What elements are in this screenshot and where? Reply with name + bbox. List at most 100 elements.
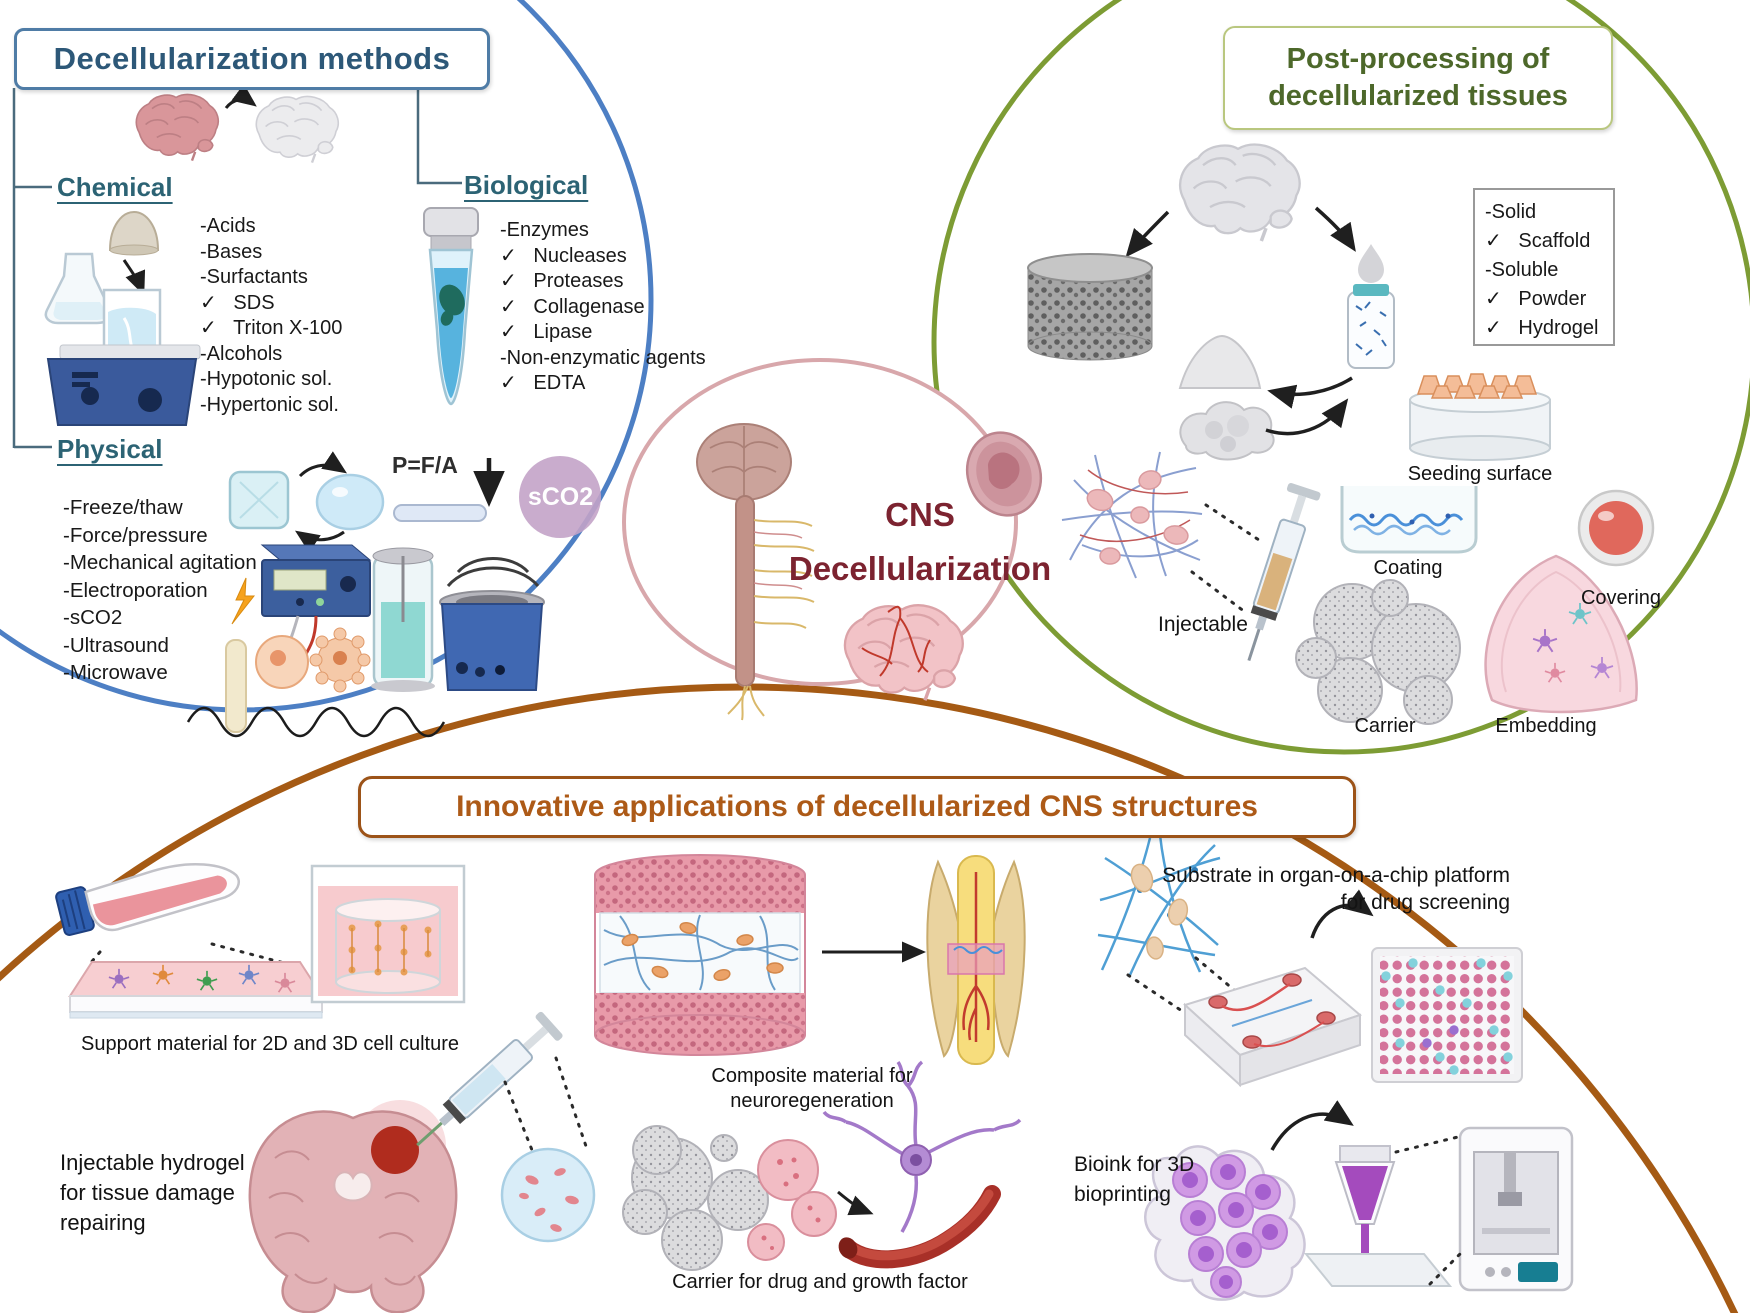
- methods-title: Decellularization methods: [53, 41, 451, 76]
- list-item: -Bases: [200, 240, 263, 263]
- list-item: -Surfactants: [200, 266, 308, 288]
- bioink-aggregate-icon: [1144, 1145, 1306, 1301]
- dashed-flask-to-2d-1: [86, 950, 102, 968]
- list-item: ✓ Hydrogel: [1485, 317, 1599, 339]
- brain-section-injection-icon: [248, 1100, 458, 1313]
- chemical-heading: Chemical: [57, 172, 173, 202]
- dashed-net-to-syringe-2: [1190, 570, 1247, 614]
- droplet-vial-icon: [1347, 244, 1395, 369]
- postprocessing-circle-outline: [931, 0, 1750, 755]
- carrier-drug-label: Carrier for drug and growth factor: [672, 1271, 968, 1293]
- injectable-label: Injectable: [1158, 613, 1248, 636]
- injectable-ecm-network-icon: [1061, 451, 1203, 579]
- drug-microspheres-icon: [622, 1125, 837, 1271]
- center-title: CNS Decellularization: [788, 496, 1052, 587]
- carrier-microspheres-icon: [1295, 579, 1461, 725]
- arrow-aggregate-to-extruder: [1270, 1100, 1354, 1151]
- syringe-brain-icon: [416, 1011, 563, 1147]
- porous-scaffold-icon: [1027, 253, 1153, 361]
- methods-bracket-lines: [12, 88, 462, 449]
- pressure-icon: [393, 458, 505, 522]
- list-item: ✓ SDS: [200, 291, 275, 314]
- neuron-growth-icon: [822, 1060, 1022, 1233]
- list-item: -Force/pressure: [63, 523, 208, 547]
- ultrasound-bath-icon: [439, 557, 545, 691]
- biological-list: -Enzymes ✓ Nucleases ✓ Proteases ✓ Colla…: [500, 218, 706, 397]
- list-item: ✓ EDTA: [500, 372, 586, 394]
- applications-arc-outline: [0, 683, 1738, 1313]
- list-item: -Solid: [1485, 201, 1537, 223]
- arrow-to-scaffold: [1125, 210, 1170, 258]
- powder-icon: [1178, 334, 1262, 389]
- arrow-spheres-to-neuron: [837, 1190, 874, 1216]
- well-plate-icon: [1371, 947, 1523, 1083]
- electroporation-icon: [225, 544, 372, 733]
- 3d-printer-icon: [1458, 1126, 1574, 1292]
- microfluidic-chip-icon: [1183, 966, 1362, 1088]
- blood-vessel-icon: [838, 1185, 1001, 1269]
- hydrogel-droplet-zoom-icon: [500, 1147, 596, 1243]
- sco2-badge-label: sCO2: [527, 483, 594, 511]
- composite-label: Composite material for neuroregeneration: [711, 1065, 913, 1112]
- arrow-to-solution: [1314, 206, 1356, 252]
- brain-decellularized-icon: [254, 95, 340, 164]
- list-item: ✓ Scaffold: [1485, 230, 1591, 252]
- brain-postprocessing-icon: [1178, 142, 1302, 243]
- spinal-cross-section-icon: [965, 431, 1043, 517]
- cycle-arrow-vial-powder: [1267, 376, 1353, 409]
- vascular-brain-icon: [843, 603, 965, 703]
- list-item: ✓ Triton X-100: [200, 317, 343, 339]
- freeze-thaw-icon: [228, 451, 385, 553]
- physical-heading: Physical: [57, 434, 163, 464]
- bioink-label: Bioink for 3D bioprinting: [1074, 1153, 1195, 1206]
- brain-conversion-arrow: [224, 83, 257, 109]
- list-item: -sCO2: [63, 606, 123, 629]
- dashed-net-to-syringe-1: [1204, 503, 1264, 544]
- embedding-label: Embedding: [1495, 715, 1597, 737]
- form-options-box: -Solid ✓ Scaffold -Soluble ✓ Powder ✓ Hy…: [1473, 188, 1615, 346]
- embedding-tissue-icon: [1484, 554, 1638, 714]
- list-item: ✓ Proteases: [500, 270, 624, 292]
- spinal-cord-illustration: [696, 423, 815, 721]
- ecm-network-chip-icon: [1097, 834, 1221, 976]
- syringe-postprocessing-icon: [1247, 483, 1321, 662]
- pour-arrow: [122, 259, 146, 296]
- biological-heading: Biological: [464, 170, 589, 200]
- seeding-surface-label: Seeding surface: [1407, 463, 1553, 485]
- dashed-ecm-to-chip-2: [1194, 956, 1260, 1012]
- list-item: ✓ Lipase: [500, 321, 593, 343]
- chemical-list: -Acids -Bases -Surfactants ✓ SDS ✓ Trito…: [200, 214, 342, 418]
- list-item: ✓ Nucleases: [500, 244, 627, 267]
- culture-flask-icon: [55, 863, 240, 936]
- list-item: -Alcohols: [200, 342, 283, 365]
- covering-icon: [1577, 489, 1655, 567]
- injectable-hydrogel-label: Injectable hydrogel for tissue damage re…: [60, 1150, 245, 1235]
- centrifuge-tube-icon: [423, 207, 479, 406]
- sco2-badge: [519, 456, 601, 538]
- list-item: -Soluble: [1485, 259, 1559, 281]
- coating-icon: [1340, 486, 1478, 554]
- dashed-syringe-to-droplet-1: [503, 1080, 534, 1152]
- list-item: -Microwave: [63, 661, 168, 684]
- support-3d-beaker-icon: [310, 864, 466, 1004]
- sine-wave-icon: [186, 706, 446, 738]
- arrow-to-well-plate: [1310, 889, 1374, 939]
- support-label: Support material for 2D and 3D cell cult…: [81, 1033, 459, 1055]
- spinal-implant-icon: [926, 855, 1026, 1065]
- substrate-label: Substrate in organ-on-a-chip platform fo…: [1162, 864, 1510, 914]
- list-item: -Mechanical agitation: [63, 551, 257, 574]
- carrier-label: Carrier: [1354, 715, 1416, 737]
- applications-title: Innovative applications of decellularize…: [456, 790, 1258, 823]
- list-item: -Enzymes: [500, 219, 589, 241]
- list-item: -Hypertonic sol.: [200, 393, 339, 416]
- seeding-surface-icon: [1409, 373, 1551, 461]
- pressure-formula: P=F/A: [392, 452, 458, 478]
- physical-list: -Freeze/thaw -Force/pressure -Mechanical…: [63, 494, 257, 687]
- dashed-printer-to-extruder-2: [1428, 1250, 1464, 1286]
- dashed-flask-to-2d-2: [210, 942, 290, 966]
- list-item: -Hypotonic sol.: [200, 368, 333, 390]
- postprocessing-title-box: Post-processing of decellularized tissue…: [1223, 26, 1613, 130]
- list-item: -Electroporation: [63, 578, 208, 602]
- brain-native-icon: [134, 93, 220, 162]
